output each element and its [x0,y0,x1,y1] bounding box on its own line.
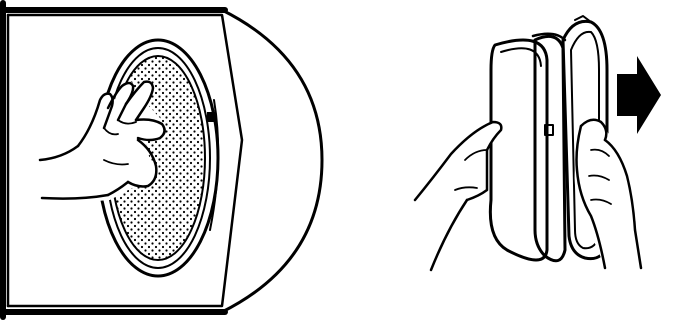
arrow-right-icon [617,56,661,134]
left-hand-icon [415,122,502,270]
filter-removal-drawing [395,0,685,320]
filter-frame [535,36,565,260]
filter-press-drawing [0,0,330,320]
filter-press-illustration [0,0,330,320]
filter-holder [490,34,565,260]
filter-removal-illustration [395,0,685,320]
filter-latch [207,112,215,122]
